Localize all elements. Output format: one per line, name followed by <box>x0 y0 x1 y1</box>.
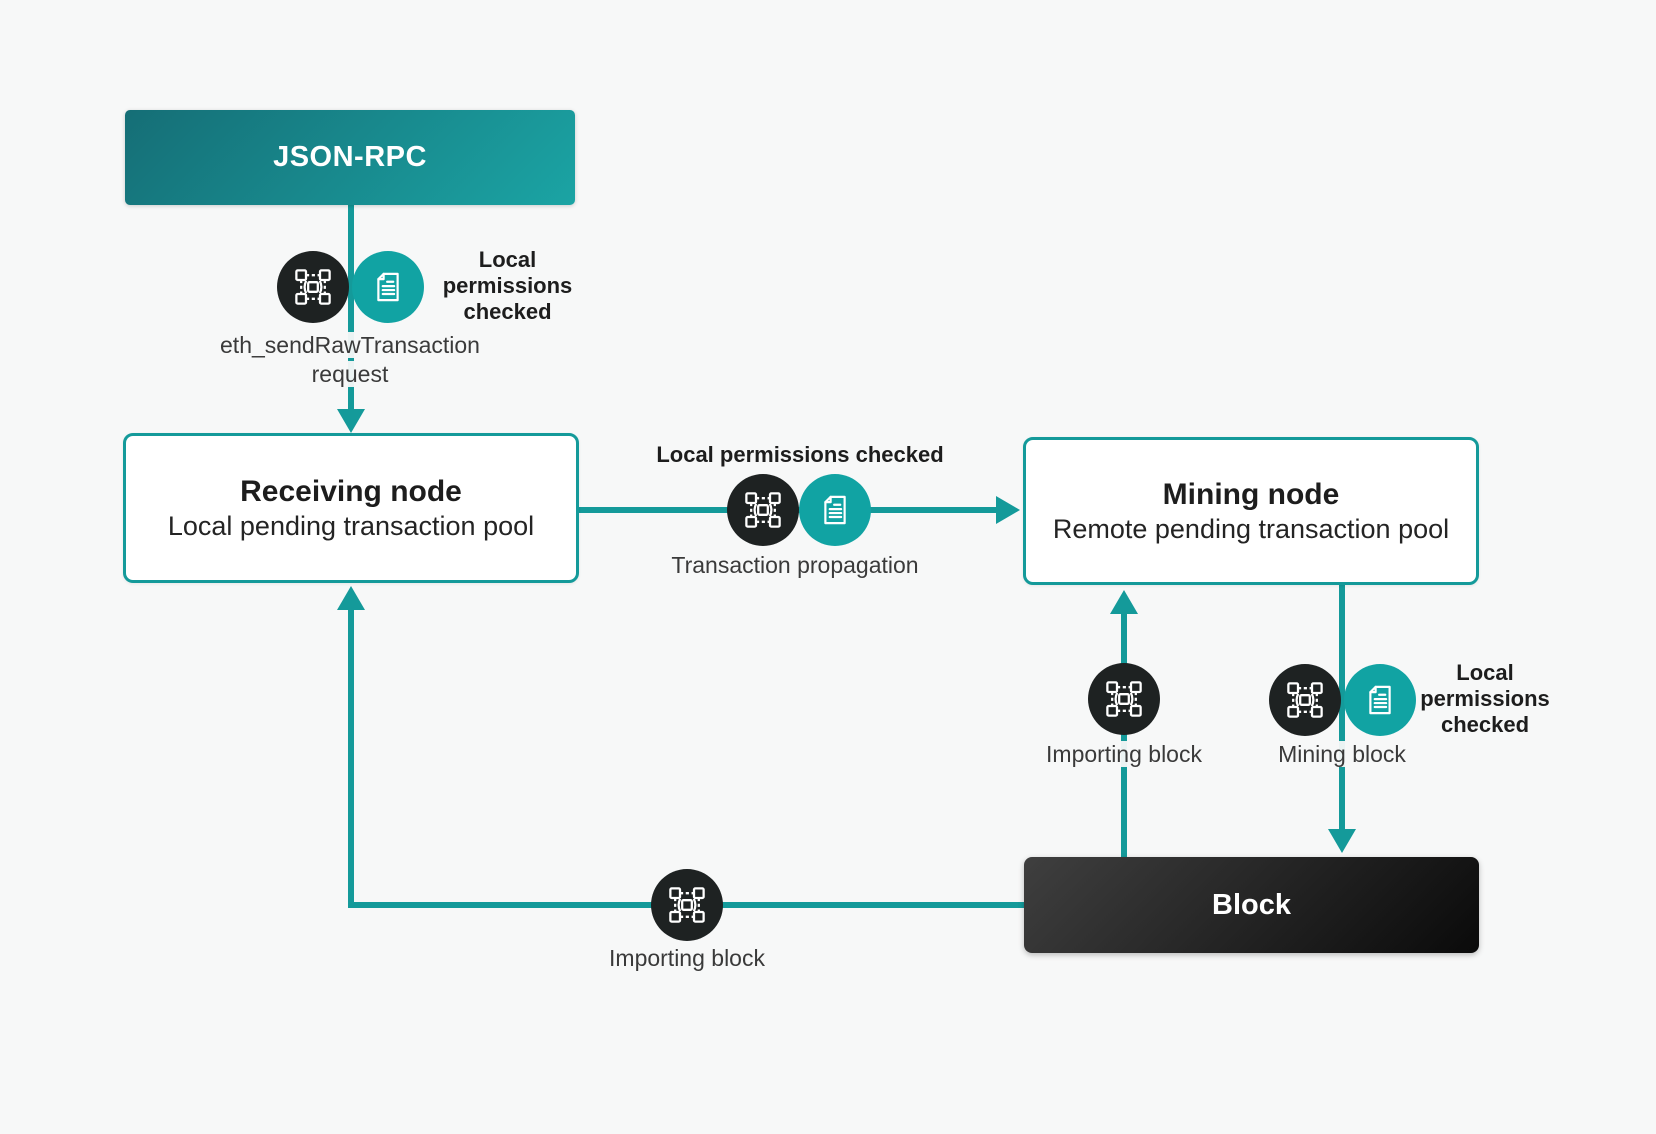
local-permissions-note-top: Local permissions checked <box>442 247 573 324</box>
mining-node-subtitle: Remote pending transaction pool <box>1052 513 1450 544</box>
local-permissions-note-right: Local permissions checked <box>1420 660 1550 737</box>
mining-node: Mining node Remote pending transaction p… <box>1023 437 1479 585</box>
arrowhead-into-receiving-bottom <box>337 586 365 610</box>
blockchain-icon <box>1088 663 1160 735</box>
blockchain-icon <box>277 251 349 323</box>
json-rpc-node: JSON-RPC <box>125 110 575 205</box>
block-node: Block <box>1024 857 1479 953</box>
arrowhead-into-receiving-top <box>337 409 365 433</box>
arrowhead-into-block-top <box>1328 829 1356 853</box>
document-icon <box>1344 664 1416 736</box>
connector-mining-to-block <box>1339 585 1345 829</box>
blockchain-icon <box>727 474 799 546</box>
arrowhead-into-mining-left <box>996 496 1020 524</box>
block-label: Block <box>1212 888 1291 921</box>
importing-block-label-lower: Importing block <box>537 944 837 973</box>
connector-jsonrpc-to-receiving <box>348 205 354 410</box>
mining-node-title: Mining node <box>1162 477 1340 511</box>
document-icon <box>352 251 424 323</box>
eth-send-raw-transaction-label: eth_sendRawTransaction request <box>150 331 550 389</box>
receiving-node-subtitle: Local pending transaction pool <box>167 510 535 541</box>
local-permissions-note-mid: Local permissions checked <box>656 442 944 467</box>
document-icon <box>799 474 871 546</box>
receiving-node-title: Receiving node <box>240 474 462 508</box>
mining-block-label: Mining block <box>1192 740 1492 769</box>
json-rpc-label: JSON-RPC <box>273 141 427 173</box>
blockchain-icon <box>1269 664 1341 736</box>
blockchain-icon <box>651 869 723 941</box>
connector-block-to-receiving-vertical <box>348 610 354 908</box>
transaction-propagation-label: Transaction propagation <box>671 552 919 578</box>
receiving-node: Receiving node Local pending transaction… <box>123 433 579 583</box>
importing-block-label-upper: Importing block <box>974 740 1274 769</box>
arrowhead-into-mining-bottom <box>1110 590 1138 614</box>
